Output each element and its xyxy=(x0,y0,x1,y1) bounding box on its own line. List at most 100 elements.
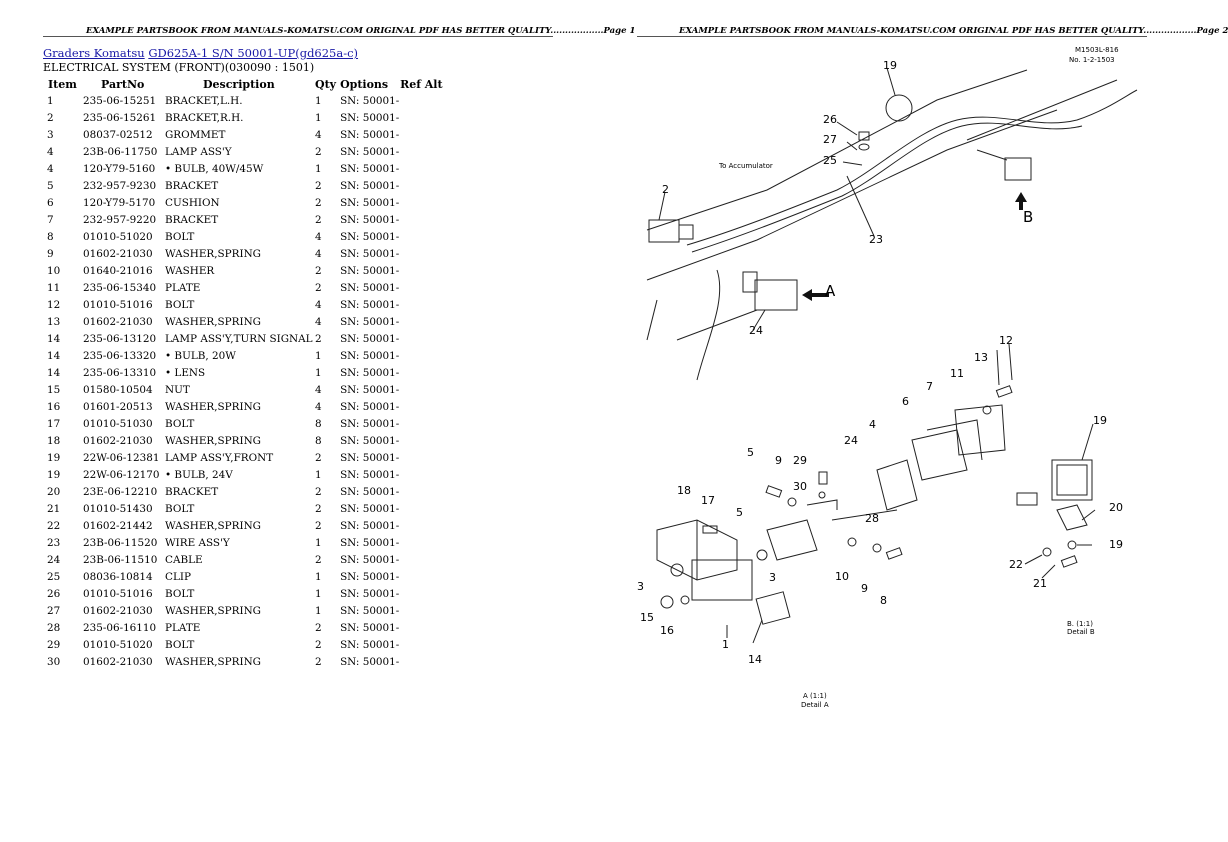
breadcrumb-link-model[interactable]: GD625A-1 S/N 50001-UP(gd625a-c) xyxy=(148,46,359,60)
cell-item: 21 xyxy=(47,502,61,515)
cell-description: WASHER,SPRING xyxy=(165,247,261,260)
cell-item: 6 xyxy=(47,196,54,209)
breadcrumb-link-graders[interactable]: Graders Komatsu xyxy=(43,46,145,60)
cell-options: SN: 50001- xyxy=(340,553,400,566)
cell-description: • BULB, 40W/45W xyxy=(165,162,264,175)
cell-options: SN: 50001- xyxy=(340,468,400,481)
cell-ref-alt xyxy=(400,500,447,517)
cell-description: BOLT xyxy=(165,230,195,243)
cell-qty: 2 xyxy=(315,621,322,634)
callout-28: 28 xyxy=(865,512,879,525)
cell-description: BOLT xyxy=(165,417,195,430)
cell-options: SN: 50001- xyxy=(340,400,400,413)
cell-options: SN: 50001- xyxy=(340,230,400,243)
cell-partno: 01010-51430 xyxy=(83,502,153,515)
cell-options: SN: 50001- xyxy=(340,179,400,192)
cell-qty: 2 xyxy=(315,281,322,294)
cell-ref-alt xyxy=(400,415,447,432)
cell-item: 12 xyxy=(47,298,61,311)
cell-description: WIRE ASS'Y xyxy=(165,536,230,549)
callout-a: A xyxy=(825,282,836,300)
cell-partno: 23B-06-11510 xyxy=(83,553,158,566)
column-header-partno: PartNo xyxy=(101,78,145,91)
cell-options: SN: 50001- xyxy=(340,196,400,209)
cell-ref-alt xyxy=(400,602,447,619)
cell-qty: 1 xyxy=(315,162,322,175)
cell-options: SN: 50001- xyxy=(340,247,400,260)
cell-partno: 01602-21030 xyxy=(83,604,153,617)
cell-partno: 01602-21030 xyxy=(83,655,153,668)
cell-partno: 22W-06-12381 xyxy=(83,451,160,464)
section-title: ELECTRICAL SYSTEM (FRONT)(030090 : 1501) xyxy=(43,61,315,74)
cell-ref-alt xyxy=(400,279,447,296)
cell-ref-alt xyxy=(400,517,447,534)
callout-22: 22 xyxy=(1009,558,1023,571)
cell-options: SN: 50001- xyxy=(340,281,400,294)
cell-ref-alt xyxy=(400,347,447,364)
column-header-description: Description xyxy=(203,78,275,91)
cell-description: WASHER,SPRING xyxy=(165,655,261,668)
drawing-number: M1503L-816 xyxy=(1075,46,1119,54)
cell-qty: 1 xyxy=(315,604,322,617)
callout-7: 7 xyxy=(926,380,933,393)
cell-item: 11 xyxy=(47,281,61,294)
cell-ref-alt xyxy=(400,432,447,449)
callout-8: 8 xyxy=(880,594,887,607)
cell-qty: 4 xyxy=(315,298,322,311)
cell-ref-alt xyxy=(400,585,447,602)
cell-item: 2 xyxy=(47,111,54,124)
cell-partno: 01010-51020 xyxy=(83,638,153,651)
cell-partno: 235-06-13120 xyxy=(83,332,157,345)
drawing-reference: No. 1-2-1503 xyxy=(1069,56,1115,64)
cell-qty: 2 xyxy=(315,502,322,515)
cell-options: SN: 50001- xyxy=(340,332,400,345)
cell-description: WASHER,SPRING xyxy=(165,315,261,328)
cell-options: SN: 50001- xyxy=(340,128,400,141)
cell-description: GROMMET xyxy=(165,128,226,141)
cell-options: SN: 50001- xyxy=(340,502,400,515)
cell-description: CUSHION xyxy=(165,196,220,209)
callout-21: 21 xyxy=(1033,577,1047,590)
detail-a-label: Detail A xyxy=(801,701,829,709)
table-header-row: Item PartNo Description Qty Options Ref … xyxy=(44,77,447,92)
cell-partno: 235-06-15261 xyxy=(83,111,157,124)
cell-item: 19 xyxy=(47,451,61,464)
cell-qty: 2 xyxy=(315,519,322,532)
cell-item: 4 xyxy=(47,162,54,175)
cell-ref-alt xyxy=(400,364,447,381)
cell-qty: 8 xyxy=(315,434,322,447)
cell-qty: 4 xyxy=(315,128,322,141)
cell-qty: 2 xyxy=(315,196,322,209)
cell-partno: 23B-06-11520 xyxy=(83,536,158,549)
cell-partno: 01010-51020 xyxy=(83,230,153,243)
cell-ref-alt xyxy=(400,228,447,245)
cell-partno: 235-06-13310 xyxy=(83,366,157,379)
cell-options: SN: 50001- xyxy=(340,264,400,277)
cell-item: 4 xyxy=(47,145,54,158)
cell-ref-alt xyxy=(400,483,447,500)
cell-partno: 23E-06-12210 xyxy=(83,485,158,498)
callout-19-detail: 19 xyxy=(1093,414,1107,427)
column-header-qty: Qty xyxy=(315,78,337,91)
cell-partno: 235-06-13320 xyxy=(83,349,157,362)
cell-partno: 01602-21442 xyxy=(83,519,153,532)
cell-ref-alt xyxy=(400,653,447,670)
callout-19-top: 19 xyxy=(883,59,897,72)
callout-14: 14 xyxy=(748,653,762,666)
cell-ref-alt xyxy=(400,92,447,109)
cell-ref-alt xyxy=(400,568,447,585)
cell-ref-alt xyxy=(400,636,447,653)
